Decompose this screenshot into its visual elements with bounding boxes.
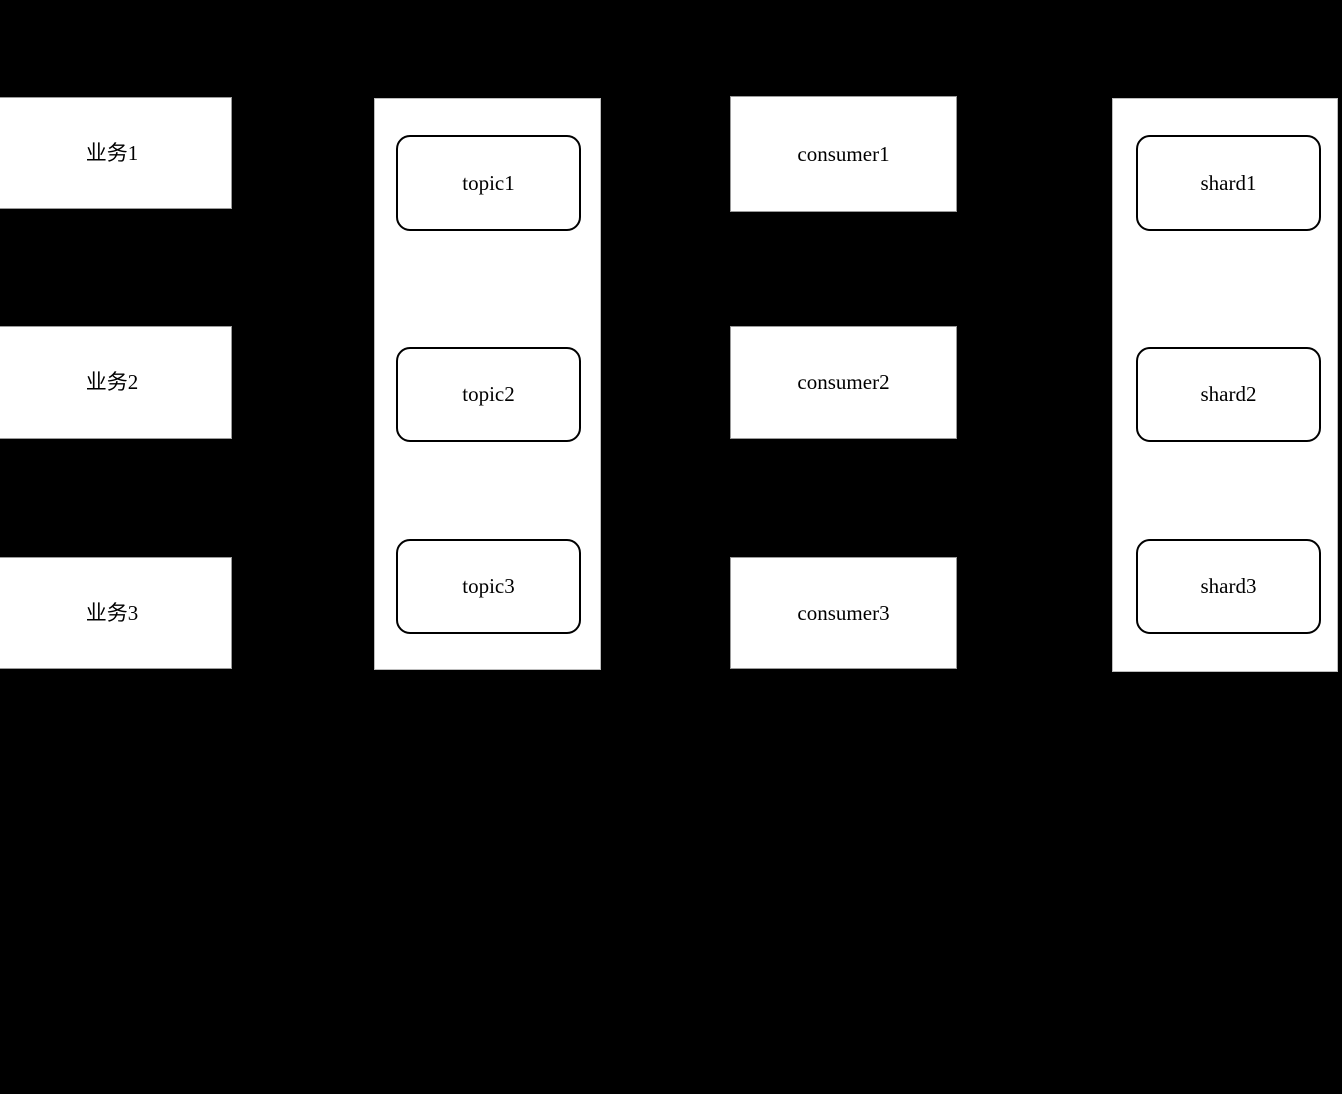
business-node-2-label: 业务2 [85, 370, 139, 394]
consumer-node-1[interactable]: consumer1 [730, 96, 957, 212]
shard-node-1-label: shard1 [1200, 170, 1257, 195]
topic-group-container: topic1 topic2 topic3 [374, 98, 601, 670]
topic-node-1-label: topic1 [462, 170, 515, 195]
shard-node-2[interactable]: shard2 [1136, 347, 1321, 442]
shard-node-1[interactable]: shard1 [1136, 135, 1321, 231]
business-node-1[interactable]: 业务1 [0, 97, 232, 209]
consumer-node-1-label: consumer1 [797, 141, 890, 166]
consumer-node-2[interactable]: consumer2 [730, 326, 957, 439]
consumer-node-3-label: consumer3 [797, 600, 890, 625]
business-node-3[interactable]: 业务3 [0, 557, 232, 669]
consumer-node-3[interactable]: consumer3 [730, 557, 957, 669]
topic-node-2[interactable]: topic2 [396, 347, 581, 442]
topic-node-1[interactable]: topic1 [396, 135, 581, 231]
topic-node-3-label: topic3 [462, 574, 515, 598]
topic-node-3[interactable]: topic3 [396, 539, 581, 634]
business-node-2[interactable]: 业务2 [0, 326, 232, 439]
shard-node-3[interactable]: shard3 [1136, 539, 1321, 634]
shard-group-container: shard1 shard2 shard3 [1112, 98, 1338, 672]
shard-node-2-label: shard2 [1200, 382, 1257, 406]
consumer-node-2-label: consumer2 [797, 370, 890, 394]
shard-node-3-label: shard3 [1200, 574, 1257, 598]
business-node-1-label: 业务1 [85, 140, 139, 165]
topic-node-2-label: topic2 [462, 382, 515, 406]
business-node-3-label: 业务3 [85, 600, 139, 625]
